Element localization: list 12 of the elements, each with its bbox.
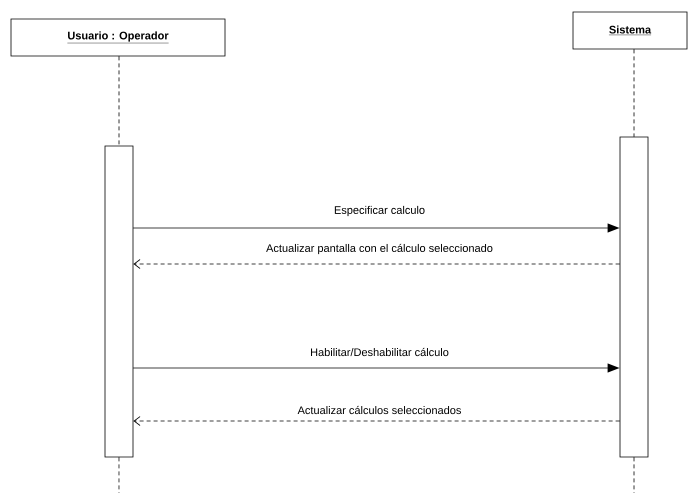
activation-bar [620,136,648,458]
participant-box: Usuario : Operador [10,18,226,56]
message-arrow [133,416,620,426]
message-label: Actualizar pantalla con el cálculo seleccionado [265,242,494,256]
message-label: Actualizar cálculos seleccionados [296,404,462,416]
message-label: Especificar calculo [332,204,426,218]
lifeline [118,457,120,493]
message-label: Habilitar/Deshabilitar cálculo [309,346,450,358]
activation-bar [104,146,134,458]
message-arrow [133,259,620,269]
lifeline [118,56,120,146]
participant-box: Sistema [572,12,688,50]
